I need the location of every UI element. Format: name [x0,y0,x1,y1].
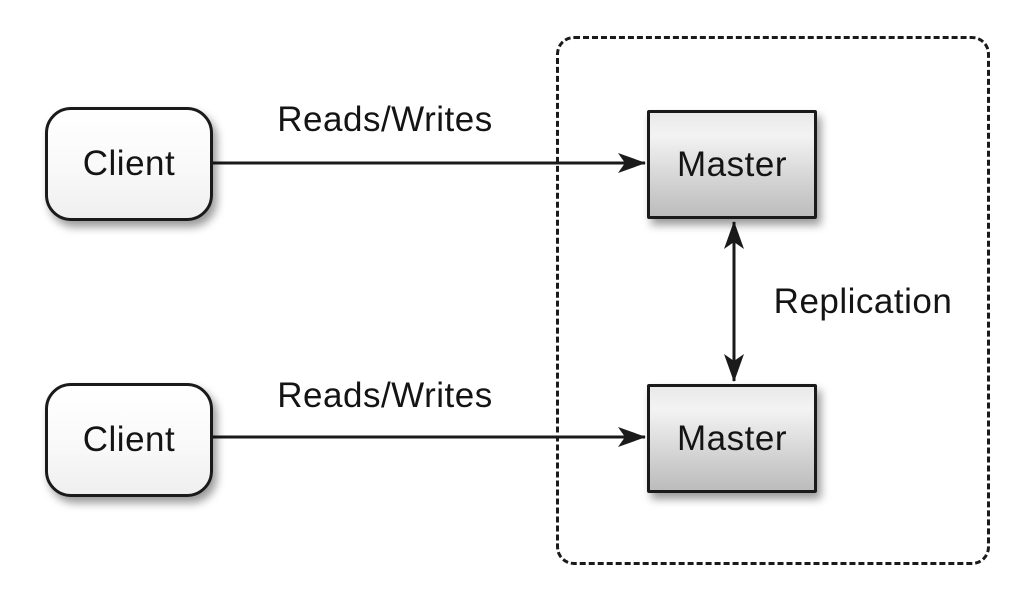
client-bottom-label: Client [82,420,176,459]
master-top-node: Master [647,110,817,219]
master-bottom-node: Master [647,384,817,493]
edge-label-reads-writes-top: Reads/Writes [277,100,493,139]
master-top-label: Master [677,144,787,184]
edge-label-replication: Replication [773,282,953,321]
client-bottom-node: Client [45,383,213,497]
edge-label-reads-writes-bottom: Reads/Writes [277,376,493,415]
client-top-node: Client [45,107,213,221]
master-bottom-label: Master [677,418,787,458]
replication-group-box [556,36,990,565]
client-top-label: Client [82,144,176,183]
